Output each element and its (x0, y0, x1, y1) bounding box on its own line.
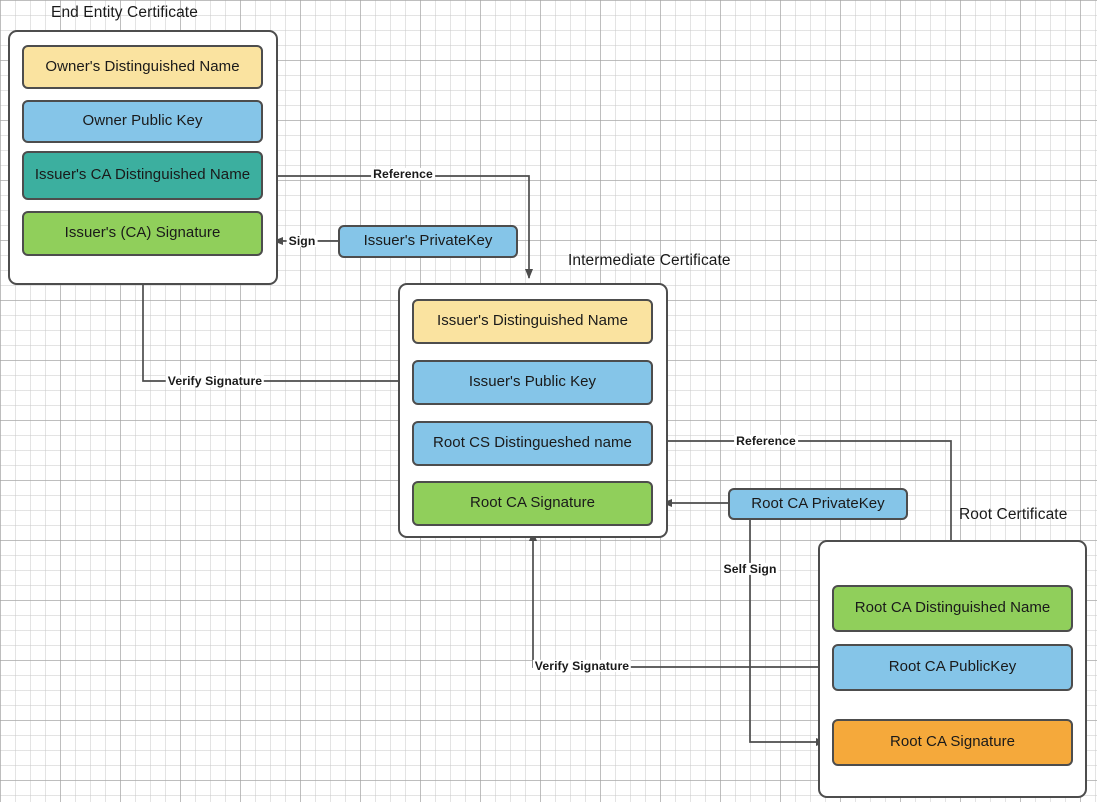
edge-label-reference-intermediate-to-root: Reference (734, 433, 798, 448)
edge-label-verify-signature-root-to-intermediate: Verify Signature (532, 658, 632, 673)
edge-self-sign-root (749, 520, 826, 746)
node-owner-public-key[interactable]: Owner Public Key (22, 100, 263, 143)
edge-verify-signature-root-to-intermediate (529, 531, 832, 668)
node-root-ca-distinguished-name[interactable]: Root CA Distinguished Name (832, 585, 1073, 632)
edge-label-verify-signature-intermediate-to-end-entity: Verify Signature (165, 373, 265, 388)
node-root-ca-signature-intermediate[interactable]: Root CA Signature (412, 481, 653, 526)
node-issuers-privatekey[interactable]: Issuer's PrivateKey (338, 225, 518, 258)
group-title-end-entity-certificate: End Entity Certificate (51, 4, 198, 21)
edge-label-reference-end-entity-to-intermediate: Reference (371, 166, 435, 181)
group-title-root-certificate: Root Certificate (959, 506, 1068, 523)
node-root-ca-signature-root[interactable]: Root CA Signature (832, 719, 1073, 766)
node-owner-distinguished-name[interactable]: Owner's Distinguished Name (22, 45, 263, 89)
node-issuer-ca-signature[interactable]: Issuer's (CA) Signature (22, 211, 263, 256)
group-title-intermediate-certificate: Intermediate Certificate (568, 252, 731, 269)
edge-label-self-sign-root-ca-privatekey: Self Sign (721, 561, 779, 576)
node-issuer-ca-distinguished-name[interactable]: Issuer's CA Distinguished Name (22, 151, 263, 200)
node-root-cs-distingueshed-name[interactable]: Root CS Distingueshed name (412, 421, 653, 466)
node-root-ca-publickey[interactable]: Root CA PublicKey (832, 644, 1073, 691)
edge-label-sign-issuer-privatekey-to-signature: Sign (286, 233, 318, 248)
node-root-ca-privatekey[interactable]: Root CA PrivateKey (728, 488, 908, 520)
node-issuers-public-key[interactable]: Issuer's Public Key (412, 360, 653, 405)
node-issuer-distinguished-name[interactable]: Issuer's Distinguished Name (412, 299, 653, 344)
